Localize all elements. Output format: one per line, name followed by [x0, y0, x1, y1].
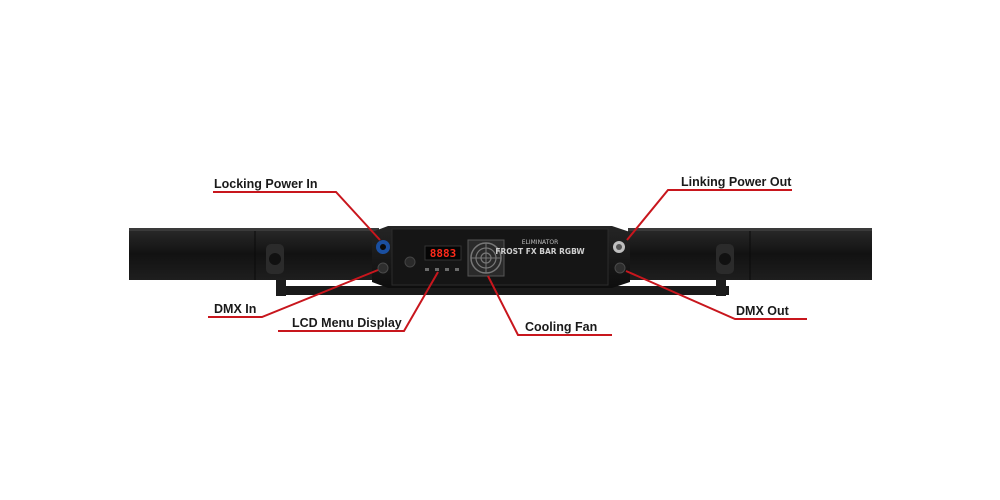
menu-buttons	[425, 268, 459, 271]
right-led-bar	[628, 228, 872, 280]
lcd-display: 8883	[424, 245, 462, 261]
model-text: FROST FX BAR RGBW	[495, 247, 585, 256]
right-knob-icon	[716, 244, 734, 274]
callout-line-dmx-in	[208, 269, 379, 318]
callout-cooling-fan: Cooling Fan	[525, 320, 598, 334]
dmx-out-port-icon	[614, 262, 626, 274]
callout-line-lcd	[278, 271, 439, 332]
power-in-connector-icon	[376, 240, 390, 254]
callout-dmx-in: DMX In	[214, 302, 257, 316]
brand-text: ELIMINATOR	[522, 239, 559, 246]
callout-lines	[208, 189, 807, 336]
callout-dmx-out: DMX Out	[736, 304, 789, 318]
callout-line-dmx-out	[625, 270, 807, 320]
callout-linking-power-out: Linking Power Out	[681, 175, 792, 189]
lcd-digits: 8883	[430, 247, 457, 260]
callout-line-linking-power-out	[626, 189, 792, 241]
callout-locking-power-in: Locking Power In	[214, 177, 318, 191]
dmx-in-port-icon	[377, 262, 389, 274]
callout-line-locking-power-in	[213, 191, 381, 241]
callout-line-cooling-fan	[487, 275, 612, 336]
control-knob-icon	[404, 256, 416, 268]
left-knob-icon	[266, 244, 284, 274]
power-out-connector-icon	[613, 241, 625, 253]
left-led-bar	[129, 228, 379, 280]
callout-lcd-menu-display: LCD Menu Display	[292, 316, 402, 330]
cooling-fan-icon	[467, 239, 505, 277]
